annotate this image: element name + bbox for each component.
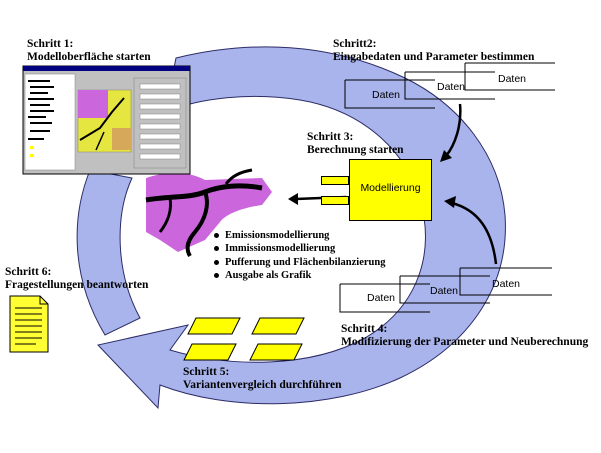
step-2-label: Schritt2: Eingabedaten und Parameter bes…	[333, 38, 535, 63]
modified-data-frames	[339, 267, 552, 313]
application-screenshot	[22, 65, 191, 175]
results-list: Emissionsmodellierung Immissionsmodellie…	[213, 229, 385, 283]
results-list-item: Immissionsmodellierung	[213, 242, 385, 255]
modelling-label: Modellierung	[360, 182, 421, 194]
step-4-label: Schritt 4: Modifizierung der Parameter u…	[341, 323, 589, 348]
modified-data-label: Daten	[367, 292, 396, 304]
arrow-data-to-model	[445, 103, 462, 157]
cycle-arrow	[97, 46, 506, 410]
results-list-item: Emissionsmodellierung	[213, 229, 385, 242]
modelling-box: Modellierung	[349, 159, 432, 221]
modified-data-label: Daten	[492, 278, 521, 290]
variant-sheet	[249, 343, 303, 361]
input-data-frames	[344, 62, 555, 109]
step-3-label: Schritt 3: Berechnung starten	[307, 131, 404, 156]
arrow-heads	[288, 150, 456, 208]
results-list-item: Pufferung und Flächenbilanzierung	[213, 256, 385, 269]
variant-sheet	[183, 343, 237, 361]
document-icon	[9, 295, 49, 353]
input-data-label: Daten	[437, 81, 466, 93]
variant-sheet	[187, 317, 241, 335]
step-1-label: Schritt 1: Modelloberfläche starten	[27, 38, 151, 63]
step-5-label: Schritt 5: Variantenvergleich durchführe…	[183, 366, 342, 391]
variant-sheets	[183, 317, 305, 361]
input-data-label: Daten	[498, 73, 527, 85]
input-data-label: Daten	[372, 89, 401, 101]
map-detail	[145, 168, 272, 258]
cycle-arrow-left	[76, 169, 141, 336]
modelling-box-tab	[321, 196, 349, 205]
variant-sheet	[251, 317, 305, 335]
arrow-modify-to-model	[451, 201, 498, 265]
step-6-label: Schritt 6: Fragestellungen beantworten	[5, 266, 149, 291]
results-list-item: Ausgabe als Grafik	[213, 269, 385, 282]
modelling-box-tab	[321, 176, 349, 185]
modified-data-label: Daten	[430, 285, 459, 297]
